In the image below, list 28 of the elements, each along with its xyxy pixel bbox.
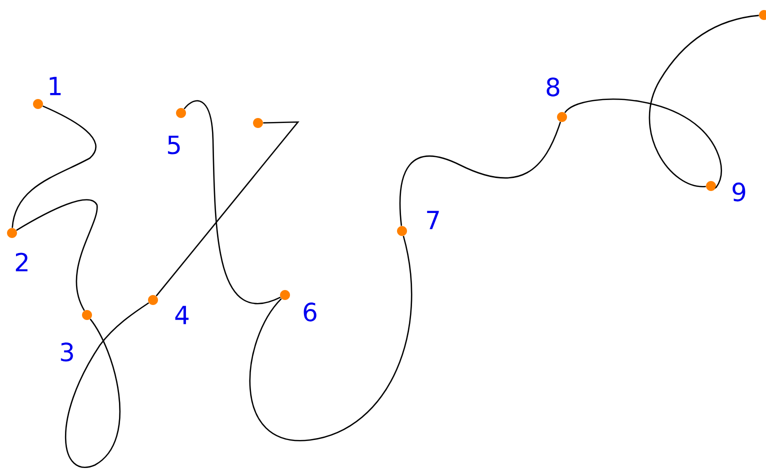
curve-line — [184, 100, 281, 304]
point-label: 9 — [732, 182, 746, 202]
point-marker — [33, 99, 43, 109]
curve-line — [564, 98, 722, 189]
point-marker — [759, 10, 766, 20]
point-label: 5 — [168, 136, 180, 154]
point-label: 1 — [50, 76, 61, 96]
point-label: 8 — [546, 78, 560, 96]
point-marker — [253, 118, 263, 128]
curve-line — [12, 105, 96, 228]
point-marker — [148, 295, 158, 305]
point-marker — [176, 108, 186, 118]
curve-line — [64, 302, 150, 468]
point-label: 4 — [175, 306, 189, 324]
point-label: 2 — [16, 252, 28, 272]
curve-line — [250, 236, 412, 441]
point-marker — [7, 228, 17, 238]
point-marker — [397, 226, 407, 236]
point-label: 6 — [304, 302, 316, 322]
point-label: 7 — [427, 210, 439, 230]
point-marker — [557, 112, 567, 122]
point-label: 3 — [60, 342, 73, 362]
point-marker — [280, 290, 290, 300]
curve-line — [399, 122, 562, 226]
curve-line — [156, 121, 300, 296]
point-marker — [706, 181, 716, 191]
curve-line — [16, 199, 98, 311]
point-marker — [82, 310, 92, 320]
